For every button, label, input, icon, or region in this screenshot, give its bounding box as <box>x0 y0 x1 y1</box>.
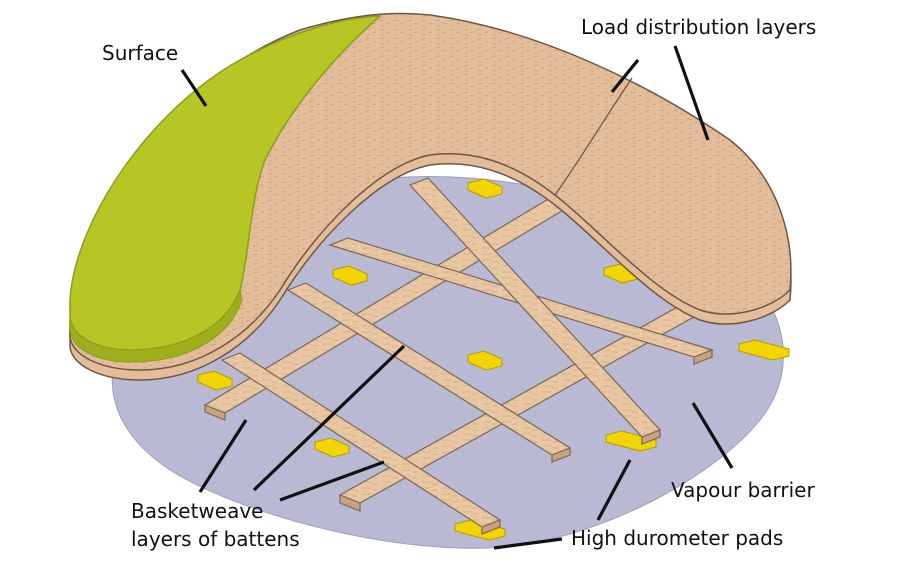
label-surface: Surface <box>102 41 179 65</box>
load-distribution-seam <box>554 77 633 196</box>
pad <box>467 350 503 371</box>
pads-group <box>197 178 790 541</box>
battens-upper-layer <box>220 177 714 535</box>
leader-basketweave-1 <box>198 419 248 493</box>
leader-lines <box>180 45 734 550</box>
leader-surface <box>180 69 208 107</box>
leader-load-upper <box>610 58 640 94</box>
leader-basketweave-2 <box>252 344 406 492</box>
batten <box>693 349 713 365</box>
pad <box>605 430 657 452</box>
label-basketweave-line2: layers of battens <box>131 527 300 551</box>
leader-pad-2 <box>493 537 563 550</box>
label-load-distribution-layers: Load distribution layers <box>581 15 817 39</box>
surface-layer-edge <box>69 288 243 363</box>
batten <box>641 429 661 445</box>
leader-basketweave-3 <box>279 460 385 502</box>
label-high-durometer-pads: High durometer pads <box>571 526 784 550</box>
leader-pad-1 <box>596 459 632 521</box>
batten <box>339 494 361 512</box>
pad <box>314 437 350 458</box>
leader-vapour-barrier <box>691 402 734 469</box>
batten <box>204 404 226 421</box>
pad <box>467 178 503 199</box>
batten <box>481 519 501 535</box>
label-vapour-barrier: Vapour barrier <box>671 478 815 502</box>
leader-load-lower <box>673 45 710 141</box>
pad <box>332 265 368 286</box>
pad <box>738 339 790 361</box>
batten <box>551 447 571 463</box>
label-basketweave-line1: Basketweave <box>131 499 264 523</box>
pad <box>197 370 233 391</box>
